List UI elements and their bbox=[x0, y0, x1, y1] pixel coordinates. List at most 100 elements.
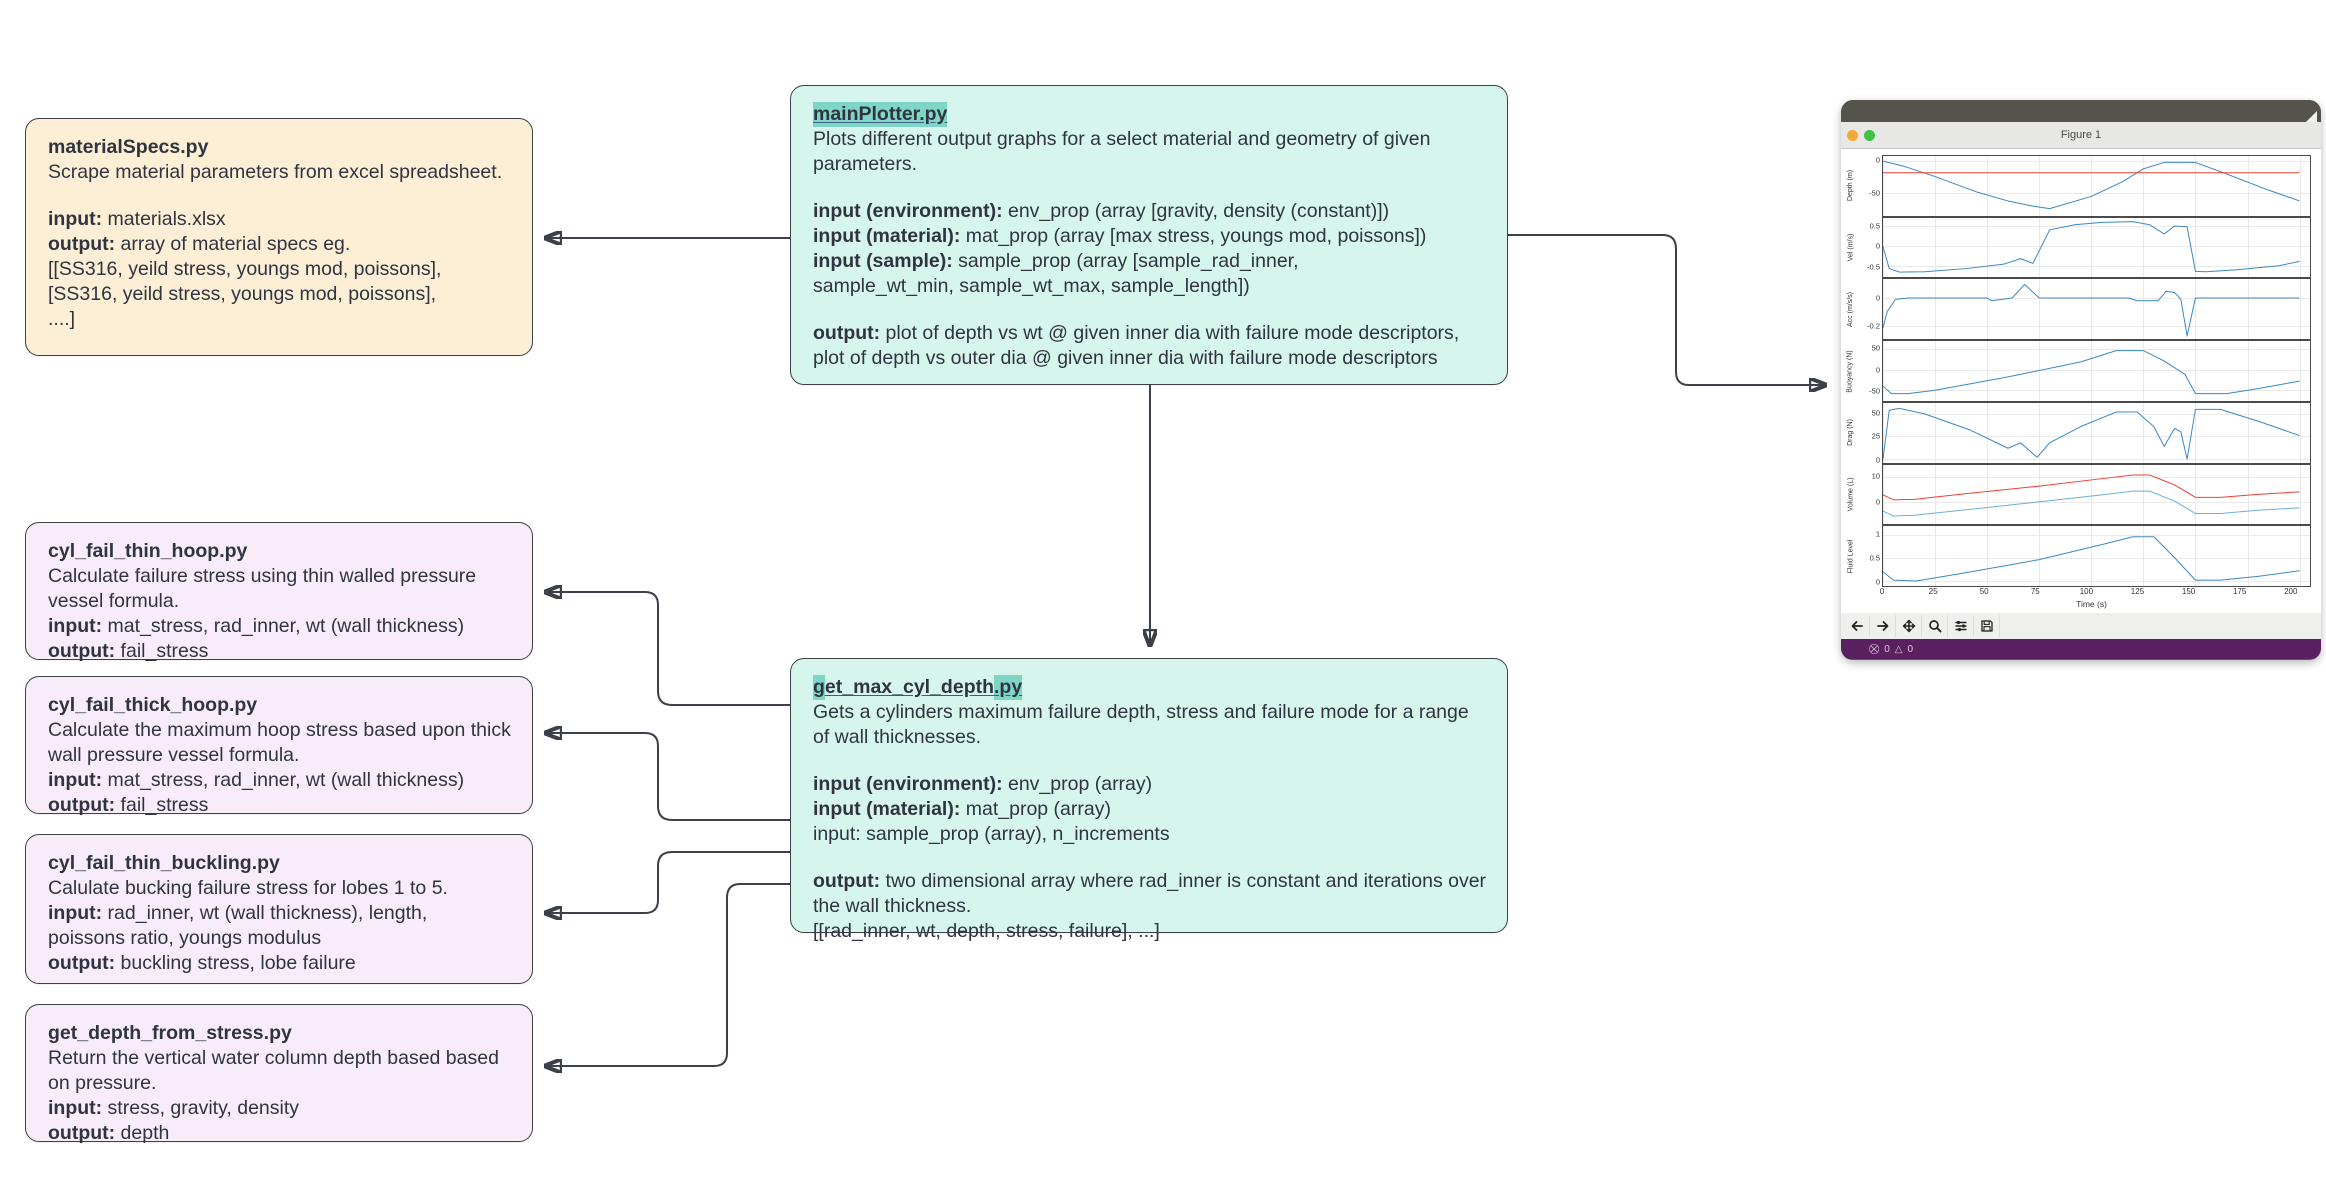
node-cyl-fail-thin-buckling[interactable]: cyl_fail_thin_buckling.py Calulate bucki… bbox=[25, 834, 533, 984]
back-icon[interactable] bbox=[1845, 615, 1870, 637]
y-axis-label-text: Vel (m/s) bbox=[1847, 233, 1854, 262]
gridline-vertical bbox=[2143, 402, 2145, 463]
input-material-label: input (material): bbox=[813, 225, 961, 247]
input-sample-continuation: sample_wt_min, sample_wt_max, sample_len… bbox=[813, 275, 1250, 297]
gridline-vertical bbox=[1987, 279, 1989, 340]
gridline-vertical bbox=[2247, 156, 2249, 216]
series-layer bbox=[1883, 403, 2310, 463]
gridline-vertical bbox=[2091, 526, 2093, 587]
y-tick: -50 bbox=[1869, 386, 1880, 396]
gridline-vertical bbox=[2247, 526, 2249, 587]
pan-icon[interactable] bbox=[1897, 615, 1922, 637]
minimize-button-icon[interactable] bbox=[1847, 129, 1858, 141]
node-title: mainPlotter.py bbox=[813, 102, 948, 127]
x-tick: 175 bbox=[2232, 587, 2247, 597]
error-count-icon: ⛒ bbox=[1869, 643, 1880, 655]
output-extra-1: [[SS316, yeild stress, youngs mod, poiss… bbox=[48, 258, 442, 280]
y-tick: 50 bbox=[1871, 408, 1880, 418]
gridline-vertical bbox=[2143, 464, 2145, 525]
figure-toolbar[interactable] bbox=[1841, 613, 2321, 639]
subplot-config-icon[interactable] bbox=[1949, 615, 1974, 637]
forward-icon[interactable] bbox=[1871, 615, 1896, 637]
maximize-button-icon[interactable] bbox=[1864, 129, 1875, 141]
y-axis-label-text: Drag (N) bbox=[1847, 419, 1854, 447]
output-label: output: bbox=[48, 794, 116, 816]
resize-handle-icon[interactable] bbox=[2305, 111, 2317, 123]
x-axis-label: Time (s) bbox=[2076, 599, 2107, 610]
gridline-vertical bbox=[2299, 464, 2301, 525]
node-description: Calculate failure stress using thin wall… bbox=[48, 565, 477, 612]
x-tick: 150 bbox=[2181, 587, 2196, 597]
x-tick: 200 bbox=[2284, 587, 2298, 597]
y-tick: -50 bbox=[1869, 188, 1880, 198]
figure-status-bar: ⛒ 0 △ 0 bbox=[1841, 639, 2321, 659]
node-title: cyl_fail_thin_buckling.py bbox=[48, 852, 280, 874]
x-tick: 25 bbox=[1928, 587, 1938, 597]
input-environment-value: env_prop (array [gravity, density (const… bbox=[1002, 200, 1390, 222]
series-velocity bbox=[1883, 221, 2300, 272]
gridline-horizontal bbox=[1883, 477, 2310, 479]
output-line: output: two dimensional array where rad_… bbox=[813, 869, 1487, 919]
output-label: output: bbox=[48, 1122, 116, 1144]
gridline-vertical bbox=[2143, 526, 2145, 587]
series-layer bbox=[1883, 279, 2310, 339]
node-description: Calulate bucking failure stress for lobe… bbox=[48, 877, 448, 899]
gridline-vertical bbox=[2247, 279, 2249, 340]
y-tick: 10 bbox=[1871, 471, 1880, 481]
node-cyl-fail-thin-hoop[interactable]: cyl_fail_thin_hoop.py Calculate failure … bbox=[25, 522, 533, 662]
gridline-vertical bbox=[2299, 526, 2301, 587]
input-line: input: rad_inner, wt (wall thickness), l… bbox=[48, 901, 512, 926]
input-environment-label: input (environment): bbox=[813, 200, 1003, 222]
node-title-row: mainPlotter.py bbox=[813, 102, 1487, 127]
subplot-acc-m-s-s: Acc (m/s/s)0-0.2 bbox=[1845, 278, 2311, 341]
output-label: output: bbox=[813, 870, 881, 892]
node-get-depth-from-stress[interactable]: get_depth_from_stress.py Return the vert… bbox=[25, 1004, 533, 1144]
save-icon[interactable] bbox=[1975, 615, 2000, 637]
y-axis-label-text: Buoyancy (N) bbox=[1847, 349, 1854, 393]
gridline-horizontal bbox=[1883, 390, 2310, 392]
node-material-specs[interactable]: materialSpecs.py Scrape material paramet… bbox=[25, 118, 533, 356]
input-environment-line: input (environment): env_prop (array) bbox=[813, 772, 1487, 797]
gridline-vertical bbox=[2091, 402, 2093, 463]
node-main-plotter[interactable]: mainPlotter.py Plots different output gr… bbox=[790, 85, 1508, 385]
gridline-vertical bbox=[2195, 341, 2197, 401]
gridline-vertical bbox=[1883, 526, 1884, 587]
gridline-vertical bbox=[1987, 464, 1989, 525]
output-label: output: bbox=[813, 322, 881, 344]
gridline-vertical bbox=[2299, 279, 2301, 340]
node-get-max-cyl-depth[interactable]: get_max_cyl_depth.py Gets a cylinders ma… bbox=[790, 658, 1508, 942]
gridline-vertical bbox=[1987, 526, 1989, 587]
series-acceleration bbox=[1883, 285, 2300, 337]
gridline-vertical bbox=[2039, 526, 2041, 587]
y-axis-label: Vel (m/s) bbox=[1845, 217, 1856, 279]
plot-area bbox=[1882, 278, 2311, 341]
gridline-vertical bbox=[1935, 217, 1937, 278]
x-tick: 50 bbox=[1979, 587, 1989, 597]
node-cyl-fail-thick-hoop[interactable]: cyl_fail_thick_hoop.py Calculate the max… bbox=[25, 676, 533, 816]
gridline-vertical bbox=[1987, 341, 1989, 401]
gridline-horizontal bbox=[1883, 348, 2310, 350]
gridline-vertical bbox=[1987, 402, 1989, 463]
wire-mainplotter-to-figure bbox=[1508, 234, 1826, 385]
gridline-vertical bbox=[2091, 217, 2093, 278]
y-tick: 0 bbox=[1875, 293, 1880, 303]
zoom-icon[interactable] bbox=[1923, 615, 1948, 637]
gridline-vertical bbox=[2247, 217, 2249, 278]
y-axis-label: Depth (m) bbox=[1845, 155, 1856, 217]
gridline-vertical bbox=[1935, 279, 1937, 340]
y-tick: 0.5 bbox=[1869, 553, 1880, 563]
output-extra-3: ....] bbox=[48, 308, 76, 330]
input-sample-line: input: sample_prop (array), n_increments bbox=[813, 823, 1170, 845]
gridline-vertical bbox=[2299, 156, 2301, 216]
series-buoyancy bbox=[1883, 351, 2300, 394]
gridline-vertical bbox=[2143, 156, 2145, 216]
output-label: output: bbox=[48, 640, 116, 662]
input-label: input: bbox=[48, 902, 103, 924]
node-description: Plots different output graphs for a sele… bbox=[813, 128, 1431, 175]
window-titlebar[interactable]: Figure 1 bbox=[1841, 122, 2321, 149]
